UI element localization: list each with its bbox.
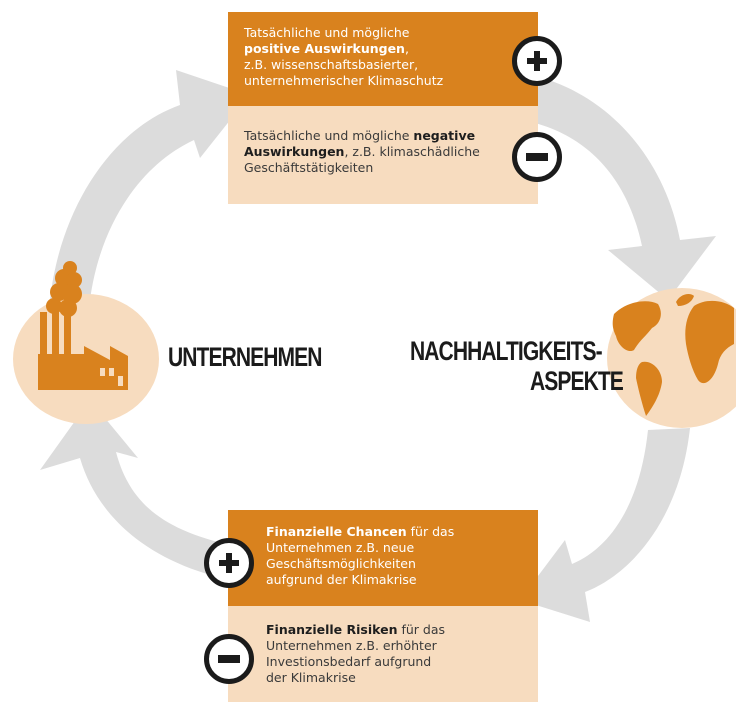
financial-opportunities-box: Finanzielle Chancen für das Unternehmen … [228,510,538,606]
cycle-arrow-bottom-left [40,400,230,580]
opportunities-line2: Unternehmen z.B. neue [266,540,415,555]
opportunities-line1: Finanzielle Chancen für das [266,524,524,540]
risks-suffix: für das [397,622,446,637]
opportunities-line4: aufgrund der Klimakrise [266,572,417,587]
negative-impact-line3: Geschäftstätigkeiten [244,160,374,175]
risks-line4: der Klimakrise [266,670,356,685]
cycle-arrow-top-left [50,70,250,300]
positive-impact-line3: z.B. wissenschaftsbasierter, [244,57,419,72]
risks-line3: Investionsbedarf aufgrund [266,654,432,669]
opportunities-bold: Finanzielle Chancen [266,524,407,539]
plus-icon [204,538,254,588]
positive-impact-comma: , [404,41,409,56]
positive-impact-line1: Tatsächliche und mögliche [244,25,410,40]
negative-impact-suffix: , z.B. klimaschädliche [344,144,480,159]
negative-impact-bold2: Auswirkungen [244,144,345,159]
negative-impact-box: Tatsächliche und mögliche negative Auswi… [228,106,538,204]
company-label: UNTERNEHMEN [168,342,322,372]
positive-impact-line4: unternehmerischer Klimaschutz [244,73,444,88]
risks-line1: Finanzielle Risiken für das [266,622,524,638]
negative-impact-bold1: negative [413,128,476,143]
negative-impact-prefix: Tatsächliche und mögliche [244,128,414,143]
positive-impact-box: Tatsächliche und mögliche positive Auswi… [228,12,538,106]
opportunities-suffix: für das [406,524,455,539]
globe-icon [612,294,734,416]
minus-icon [204,634,254,684]
risks-bold: Finanzielle Risiken [266,622,398,637]
minus-icon [512,132,562,182]
positive-impact-line2: positive Auswirkungen, [244,41,524,57]
financial-risks-box: Finanzielle Risiken für das Unternehmen … [228,606,538,702]
cycle-arrow-top-right [535,76,716,300]
positive-impact-bold: positive Auswirkungen [244,41,405,56]
negative-impact-line1: Tatsächliche und mögliche negative [244,128,524,144]
cycle-arrow-bottom-right [520,428,690,622]
plus-icon [512,36,562,86]
risks-line2: Unternehmen z.B. erhöhter [266,638,437,653]
opportunities-line3: Geschäftsmöglichkeiten [266,556,416,571]
sustainability-label-line2: ASPEKTE [530,366,624,396]
negative-impact-line2: Auswirkungen, z.B. klimaschädliche [244,144,524,160]
sustainability-label-line1: NACHHALTIGKEITS- [410,336,603,366]
factory-icon [38,261,128,390]
